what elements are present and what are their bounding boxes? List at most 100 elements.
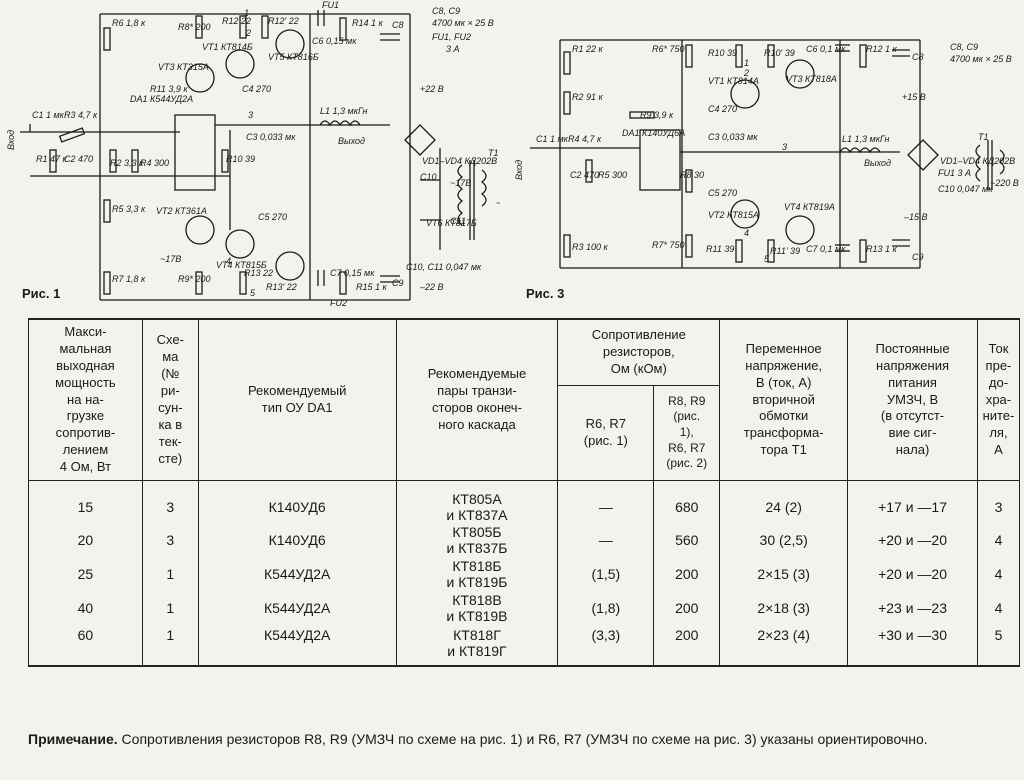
table-cell-r6r7: — [557, 480, 655, 524]
table-cell-ac: 24 (2) [719, 480, 849, 524]
fig3-label: VT3 КТ818А [786, 74, 837, 84]
col-header-dc-voltage: Постоянные напряжения питания УМЗЧ, В (в… [847, 318, 978, 482]
fig3-label: R12 1 к [866, 44, 898, 54]
fig3-label: R13 1 к [866, 244, 898, 254]
col-header-power: Макси- мальная выходная мощность на на- … [28, 318, 143, 482]
fig3-label: R3 100 к [572, 242, 609, 252]
table-cell-r6r7: (1,5) [557, 557, 655, 592]
table-cell-r8r9: 680 [653, 480, 721, 524]
fig3-label: T1 [978, 132, 989, 142]
fig1-label: ~17В [450, 178, 471, 188]
table-cell-r6r7: — [557, 523, 655, 558]
fig1-label: C7 0,15 мк [330, 268, 375, 278]
note-paragraph: Примечание. Сопротивления резисторов R8,… [28, 730, 1020, 749]
note-title: Примечание. [28, 731, 118, 747]
fig3-label: C8 [912, 52, 924, 62]
col-header-scheme: Схе- ма (№ ри- сун- ка в тек- сте) [141, 318, 199, 482]
fig1-label: R13 22 [244, 268, 273, 278]
table-cell-power: 15 [28, 480, 143, 524]
fig1-label: R12 22 [222, 16, 251, 26]
fig3-label: R9 3,9 к [640, 110, 674, 120]
fig3-label: R8 30 [680, 170, 704, 180]
table-cell-fuse: 4 [976, 557, 1021, 592]
fig3-label: L1 1,3 мкГн [842, 134, 889, 144]
fig3-label: 3 [782, 142, 787, 152]
fig3-label: –15 В [903, 212, 928, 222]
fig3-label: 4700 мк × 25 В [950, 54, 1012, 64]
fig1-label: ~220 В [496, 198, 500, 208]
fig3-label: 5 [764, 254, 770, 264]
fig1-label: R11 3,9 к [150, 84, 188, 94]
fig1-label: FU2 [330, 298, 347, 308]
fig1-label: Выход [338, 136, 365, 146]
table-cell-transistors: КТ805Б и КТ837Б [395, 523, 559, 558]
table-cell-scheme: 3 [141, 480, 199, 524]
fig1-label: R8* 200 [178, 22, 211, 32]
col-header-ac-voltage: Переменное напряжение, В (ток, А) вторич… [719, 318, 849, 482]
table-cell-fuse: 4 [976, 523, 1021, 558]
fig1-label: C5 270 [258, 212, 287, 222]
col-header-r6r7: R6, R7 (рис. 1) [557, 384, 655, 482]
fig3-label: C6 0,1 мк [806, 44, 846, 54]
table-cell-opamp: К140УД6 [197, 523, 397, 558]
fig1-label: R7 1,8 к [112, 274, 146, 284]
fig1-label: 4 [226, 256, 231, 266]
fig3-label: R5 300 [598, 170, 627, 180]
fig3-label: C2 470 [570, 170, 599, 180]
col-header-fuse: Ток пре- до- хра- ните- ля, А [976, 318, 1021, 482]
fig1-label: R1 47 к [36, 154, 68, 164]
table-cell-r6r7: (1,8) [557, 591, 655, 626]
table-cell-opamp: К140УД6 [197, 480, 397, 524]
fig1-label: C10 [420, 172, 437, 182]
fig1-label: 5 [250, 288, 256, 298]
table-cell-power: 40 [28, 591, 143, 626]
fig1-label: R5 3,3 к [112, 204, 146, 214]
spec-table: Макси- мальная выходная мощность на на- … [28, 317, 1021, 668]
fig3-label: C3 0,033 мк [708, 132, 758, 142]
fig3-label: R4 4,7 к [568, 134, 602, 144]
table-cell-ac: 2×18 (3) [719, 591, 849, 626]
table-cell-ac: 2×23 (4) [719, 625, 849, 668]
fig3-label: C10 0,047 мк [938, 184, 993, 194]
fig1-label: C1 1 мк [32, 110, 65, 120]
table-cell-fuse: 3 [976, 480, 1021, 524]
fig3-label: 2 [743, 68, 749, 78]
fig1-label: C6 0,15 мк [312, 36, 357, 46]
table-cell-r8r9: 200 [653, 625, 721, 668]
col-header-opamp: Рекомендуемый тип ОУ DA1 [197, 318, 397, 482]
fig3-label: Выход [864, 158, 891, 168]
fig3-label: +15 В [902, 92, 926, 102]
fig1-label: R13' 22 [266, 282, 297, 292]
table-cell-scheme: 1 [141, 591, 199, 626]
table-cell-ac: 30 (2,5) [719, 523, 849, 558]
fig1-label: 2 [245, 28, 251, 38]
fig1-label: 3 [248, 110, 253, 120]
col-header-r8r9: R8, R9 (рис. 1), R6, R7 (рис. 2) [653, 384, 721, 482]
fig1-label: C11 [450, 216, 466, 226]
table-cell-dc: +23 и —23 [847, 591, 978, 626]
fig3-label: R1 22 к [572, 44, 604, 54]
table-cell-opamp: К544УД2А [197, 557, 397, 592]
fig3-label: C9 [912, 252, 924, 262]
table-cell-transistors: КТ818Г и КТ819Г [395, 625, 559, 668]
fig3-label: R10 39 [708, 48, 737, 58]
fig1-label: L1 1,3 мкГн [320, 106, 367, 116]
fig3-label: 4 [744, 228, 749, 238]
fig1-label: C3 0,033 мк [246, 132, 296, 142]
fig1-label: C8 [392, 20, 404, 30]
fig1-label: 1 [244, 8, 249, 18]
table-cell-r8r9: 200 [653, 557, 721, 592]
figure-1-caption: Рис. 1 [22, 286, 61, 301]
fig1-label: R9* 200 [178, 274, 211, 284]
table-cell-dc: +30 и —30 [847, 625, 978, 668]
fig3-label: C7 0,1 мк [806, 244, 846, 254]
table-cell-r8r9: 200 [653, 591, 721, 626]
fig1-label: VD1–VD4 КД202В [422, 156, 497, 166]
table-cell-r8r9: 560 [653, 523, 721, 558]
fig1-label: R15 1 к [356, 282, 388, 292]
